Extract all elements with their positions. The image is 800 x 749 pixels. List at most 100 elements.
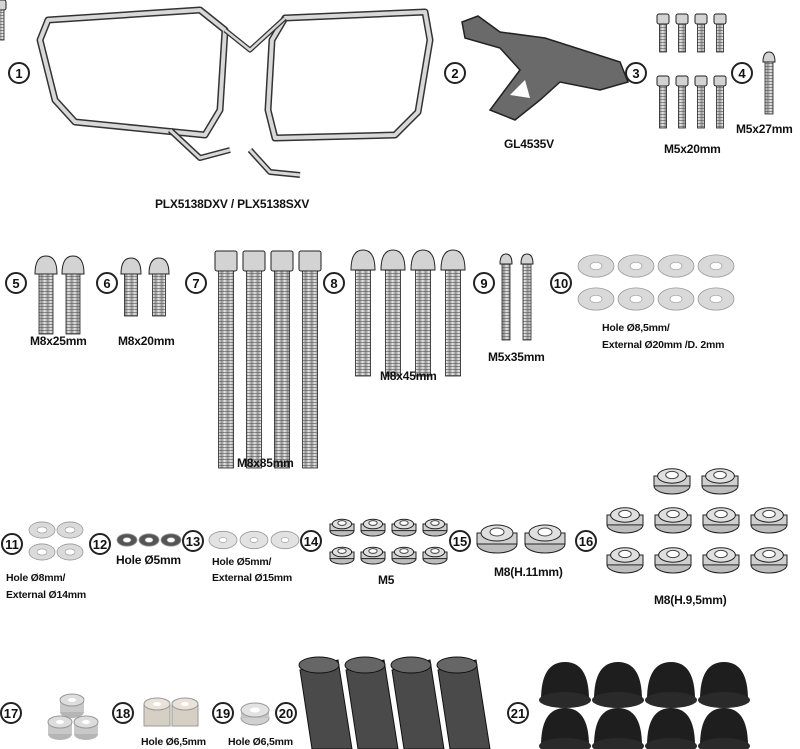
nut-m8-h9-5 xyxy=(701,468,739,495)
label-12: Hole Ø5mm xyxy=(116,553,181,567)
nut-m5 xyxy=(360,518,386,537)
cap-21 xyxy=(592,662,644,708)
washer-8-5 xyxy=(617,287,655,311)
cap-21 xyxy=(645,662,697,708)
nut-m8-h9-5 xyxy=(750,547,788,574)
frame-left xyxy=(36,6,231,161)
cap-21 xyxy=(539,662,591,708)
label-9: M5x35mm xyxy=(488,350,545,364)
bolt-m5x20 xyxy=(675,75,689,129)
label-1: PLX5138DXV / PLX5138SXV xyxy=(155,197,310,211)
spacer-18 xyxy=(171,697,199,727)
spacer-19 xyxy=(240,702,270,726)
washer-8-5 xyxy=(577,254,615,278)
nut-m5 xyxy=(391,546,417,565)
label-6: M8x20mm xyxy=(118,334,175,348)
bolt-m8x45 xyxy=(440,249,466,377)
washer-5 xyxy=(160,533,182,547)
washer-8-5 xyxy=(657,287,695,311)
nut-m5 xyxy=(422,546,448,565)
washer-8 xyxy=(56,543,84,561)
bolt-m8x25 xyxy=(34,255,58,335)
bolt-m8x45 xyxy=(350,249,376,377)
knob-20 xyxy=(390,656,445,749)
washer-5-15 xyxy=(270,530,300,550)
label-15: M8(H.11mm) xyxy=(494,565,563,579)
knob-20 xyxy=(436,656,491,749)
cap-21 xyxy=(698,708,750,749)
callout-2: 2 xyxy=(444,62,466,84)
label-10-line1: Hole Ø8,5mm/ xyxy=(602,322,670,334)
callout-9: 9 xyxy=(473,272,495,294)
bolt-m8x45 xyxy=(410,249,436,377)
callout-18: 18 xyxy=(112,702,134,724)
bolt-m5x35 xyxy=(520,253,534,341)
washer-8 xyxy=(56,521,84,539)
bolt-m8x85 xyxy=(214,250,238,469)
cap-21 xyxy=(645,708,697,749)
bolt-m8x45 xyxy=(380,249,406,377)
callout-10: 10 xyxy=(550,272,572,294)
label-14: M5 xyxy=(378,573,395,587)
label-13-line1: Hole Ø5mm/ xyxy=(212,556,272,568)
nut-m8-h9-5 xyxy=(654,547,692,574)
label-13-line2: External Ø15mm xyxy=(212,572,293,584)
bolt-m5x20 xyxy=(713,13,727,53)
nut-m8-h9-5 xyxy=(750,507,788,534)
label-16: M8(H.9,5mm) xyxy=(654,593,727,607)
bolts-m5x20 xyxy=(0,0,7,41)
label-3: M5x20mm xyxy=(664,142,721,156)
label-19: Hole Ø6,5mm xyxy=(228,736,293,748)
washer-8-5 xyxy=(657,254,695,278)
label-18: Hole Ø6,5mm xyxy=(141,736,206,748)
nut-m5 xyxy=(422,518,448,537)
callout-4: 4 xyxy=(731,62,753,84)
callout-11: 11 xyxy=(1,533,23,555)
bolt-m8x85 xyxy=(270,250,294,469)
washer-8-5 xyxy=(697,254,735,278)
callout-12: 12 xyxy=(89,533,111,555)
callout-17: 17 xyxy=(0,702,22,724)
callout-7: 7 xyxy=(185,272,207,294)
label-11-line2: External Ø14mm xyxy=(6,589,87,601)
cap-21 xyxy=(539,708,591,749)
nut-m5 xyxy=(329,546,355,565)
callout-20: 20 xyxy=(275,702,297,724)
nut-m8-h11 xyxy=(476,524,518,554)
washer-8-5 xyxy=(697,287,735,311)
callout-14: 14 xyxy=(300,530,322,552)
nut-m8-h9-5 xyxy=(653,468,691,495)
bolt-m8x85 xyxy=(242,250,266,469)
frame-right xyxy=(223,8,434,178)
callout-16: 16 xyxy=(575,530,597,552)
washer-5-15 xyxy=(239,530,269,550)
washer-5-15 xyxy=(208,530,238,550)
callout-1: 1 xyxy=(8,62,30,84)
label-7: M8x85mm xyxy=(237,456,294,470)
cap-21 xyxy=(592,708,644,749)
bolt-m5x20 xyxy=(713,75,727,129)
callout-19: 19 xyxy=(212,702,234,724)
callout-13: 13 xyxy=(182,530,204,552)
washer-5 xyxy=(116,533,138,547)
callout-8: 8 xyxy=(323,272,345,294)
bolt-m5x35 xyxy=(499,253,513,341)
bracket-gl4535v xyxy=(461,15,630,121)
bolt-m5x20 xyxy=(694,13,708,53)
callout-21: 21 xyxy=(507,702,529,724)
nut-m8-h9-5 xyxy=(606,507,644,534)
spacer-17 xyxy=(47,715,73,740)
label-8: M8x45mm xyxy=(380,369,437,383)
bolt-m8x85 xyxy=(298,250,322,469)
callout-3: 3 xyxy=(625,62,647,84)
spacer-18 xyxy=(143,697,171,727)
nut-m5 xyxy=(391,518,417,537)
knob-20 xyxy=(298,656,353,749)
bolt-m8x25 xyxy=(61,255,85,335)
label-10-line2: External Ø20mm /D. 2mm xyxy=(602,339,725,351)
label-5: M8x25mm xyxy=(30,334,87,348)
cap-21 xyxy=(698,662,750,708)
nut-m5 xyxy=(360,546,386,565)
bolt-m8x20 xyxy=(148,257,170,317)
